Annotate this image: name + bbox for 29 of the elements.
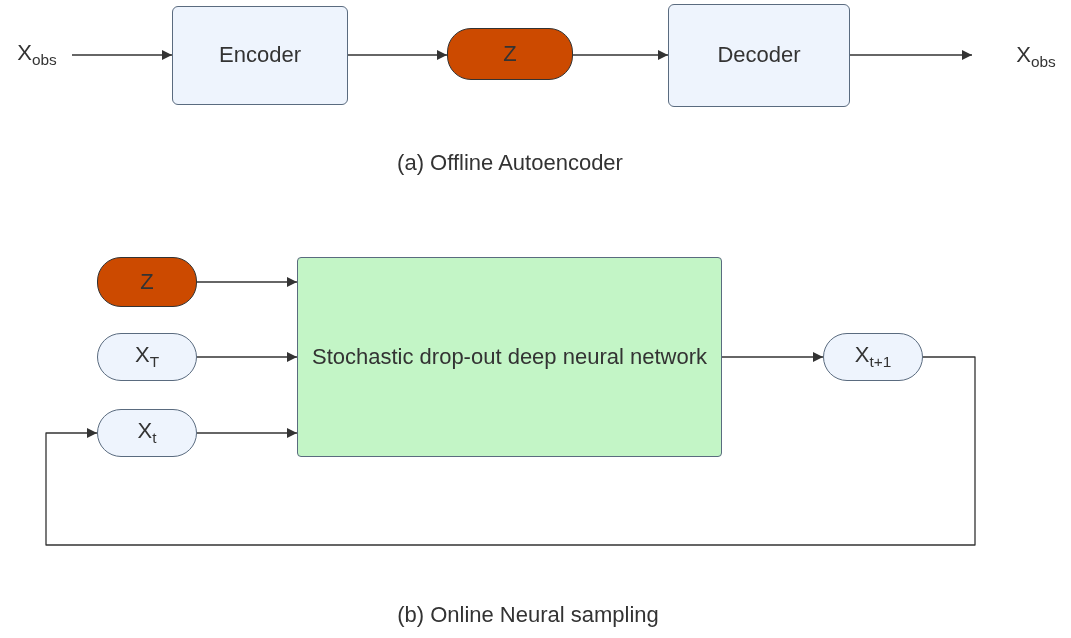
variable-label: X$_{obs}$ (1004, 40, 1068, 74)
arrow (721, 352, 824, 362)
latent-pill (97, 257, 197, 307)
node-text: Z (503, 39, 517, 68)
node-text: X$_{T}$ (134, 341, 160, 373)
variable-label: X$_{obs}$ (6, 38, 68, 72)
output-pill (823, 333, 923, 381)
encoder-box (172, 6, 348, 105)
arrow (849, 50, 973, 60)
node-text: X$_{t+1}$ (854, 341, 892, 373)
arrow (71, 50, 173, 60)
decoder-box (668, 4, 850, 107)
input-pill (97, 409, 197, 457)
caption: (b) Online Neural sampling (397, 602, 659, 628)
network-box (297, 257, 722, 457)
arrow (45, 356, 976, 546)
node-text: Stochastic drop-out deep neural network (312, 342, 707, 371)
arrow (347, 50, 448, 60)
arrow (196, 428, 298, 438)
arrow (196, 277, 298, 287)
latent-pill (447, 28, 573, 80)
input-pill (97, 333, 197, 381)
node-text: Encoder (219, 41, 301, 70)
node-text: Z (140, 267, 154, 296)
arrow (572, 50, 669, 60)
node-text: X$_{t}$ (137, 417, 157, 449)
node-text: Decoder (717, 41, 801, 70)
arrow (196, 352, 298, 362)
caption: (a) Offline Autoencoder (397, 150, 623, 176)
